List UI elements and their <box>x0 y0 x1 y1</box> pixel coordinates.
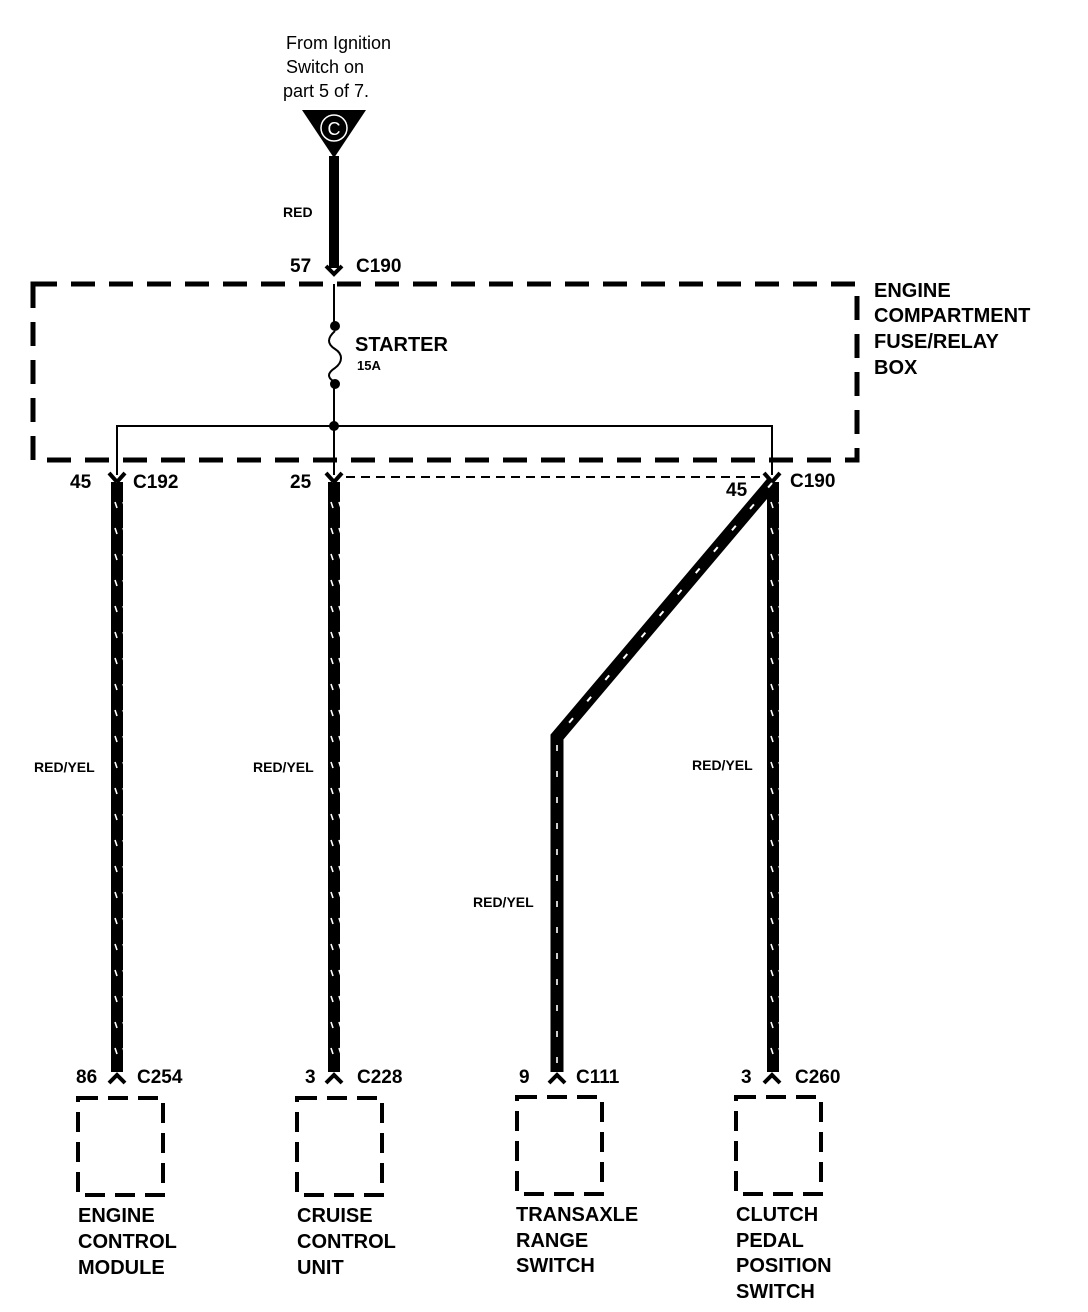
transaxle-wire-label: RED/YEL <box>473 894 534 910</box>
clutch-label-line-2: PEDAL <box>736 1230 804 1252</box>
c111-pin-number: 9 <box>519 1067 530 1088</box>
clutch-label-line-3: POSITION <box>736 1255 832 1277</box>
source-connector-triangle: C <box>302 110 366 158</box>
c260-connector-id: C260 <box>795 1067 840 1088</box>
clutch-wire-label: RED/YEL <box>692 757 753 773</box>
red-wire-label: RED <box>283 204 313 220</box>
fuse-box-label-line-1: ENGINE <box>874 280 951 302</box>
fuse-terminal-top <box>330 321 340 331</box>
c254-connector-id: C254 <box>137 1067 183 1088</box>
red-wire <box>329 156 339 268</box>
c228-connector-pin <box>324 1072 344 1085</box>
source-note-line-2: Switch on <box>286 57 364 77</box>
c228-pin-number: 3 <box>305 1067 316 1088</box>
source-connector-letter: C <box>328 119 341 139</box>
cruise-label-line-3: UNIT <box>297 1257 344 1279</box>
ecm-label-line-3: MODULE <box>78 1257 165 1279</box>
source-note-line-1: From Ignition <box>286 33 391 53</box>
input-pin-number: 57 <box>290 256 311 277</box>
source-note: From Ignition Switch on part 5 of 7. <box>283 33 391 101</box>
c111-connector-id: C111 <box>576 1067 620 1088</box>
c254-pin-number: 86 <box>76 1067 97 1088</box>
cruise-component-box <box>295 1096 384 1197</box>
clutch-label-line-4: SWITCH <box>736 1281 815 1303</box>
transaxle-label-line-3: SWITCH <box>516 1255 595 1277</box>
c192-connector-id: C192 <box>133 472 178 493</box>
ecm-label-line-1: ENGINE <box>78 1205 155 1227</box>
ecm-wire-label: RED/YEL <box>34 759 95 775</box>
c111-connector-pin <box>547 1072 567 1085</box>
fuse-box-label: ENGINE COMPARTMENT FUSE/RELAY BOX <box>874 280 1030 379</box>
ecm-label-line-2: CONTROL <box>78 1231 177 1253</box>
input-connector-pin <box>324 264 344 277</box>
source-note-line-3: part 5 of 7. <box>283 81 369 101</box>
c260-pin-number: 3 <box>741 1067 752 1088</box>
clutch-label-line-1: CLUTCH <box>736 1204 818 1226</box>
input-connector-id: C190 <box>356 256 401 277</box>
pin25-pin-number: 25 <box>290 472 312 493</box>
transaxle-label-line-1: TRANSAXLE <box>516 1204 638 1226</box>
fuse-box-label-line-2: COMPARTMENT <box>874 305 1030 327</box>
transaxle-wire <box>550 478 777 1072</box>
cruise-wire <box>328 482 340 1072</box>
clutch-component-box <box>734 1095 823 1196</box>
fuse-relay-box <box>30 281 860 463</box>
transaxle-component-box <box>515 1095 604 1196</box>
c254-connector-pin <box>107 1072 127 1085</box>
clutch-wire <box>767 482 779 1072</box>
cruise-label-line-1: CRUISE <box>297 1205 373 1227</box>
fuse-symbol <box>328 330 342 383</box>
c190-out-connector-id: C190 <box>790 471 835 492</box>
fuse-box-label-line-4: BOX <box>874 357 918 379</box>
transaxle-label-line-2: RANGE <box>516 1230 588 1252</box>
c228-connector-id: C228 <box>357 1067 402 1088</box>
c260-connector-pin <box>762 1072 782 1085</box>
c190-out-pin-number: 45 <box>726 480 748 501</box>
ecm-component-box <box>76 1096 165 1197</box>
fuse-name: STARTER <box>355 334 449 356</box>
c192-pin-number: 45 <box>70 472 92 493</box>
cruise-wire-label: RED/YEL <box>253 759 314 775</box>
fuse-box-label-line-3: FUSE/RELAY <box>874 331 1000 353</box>
ecm-wire <box>111 482 123 1072</box>
bus-wire <box>116 425 773 475</box>
fuse-rating: 15A <box>357 358 381 373</box>
cruise-label-line-2: CONTROL <box>297 1231 396 1253</box>
